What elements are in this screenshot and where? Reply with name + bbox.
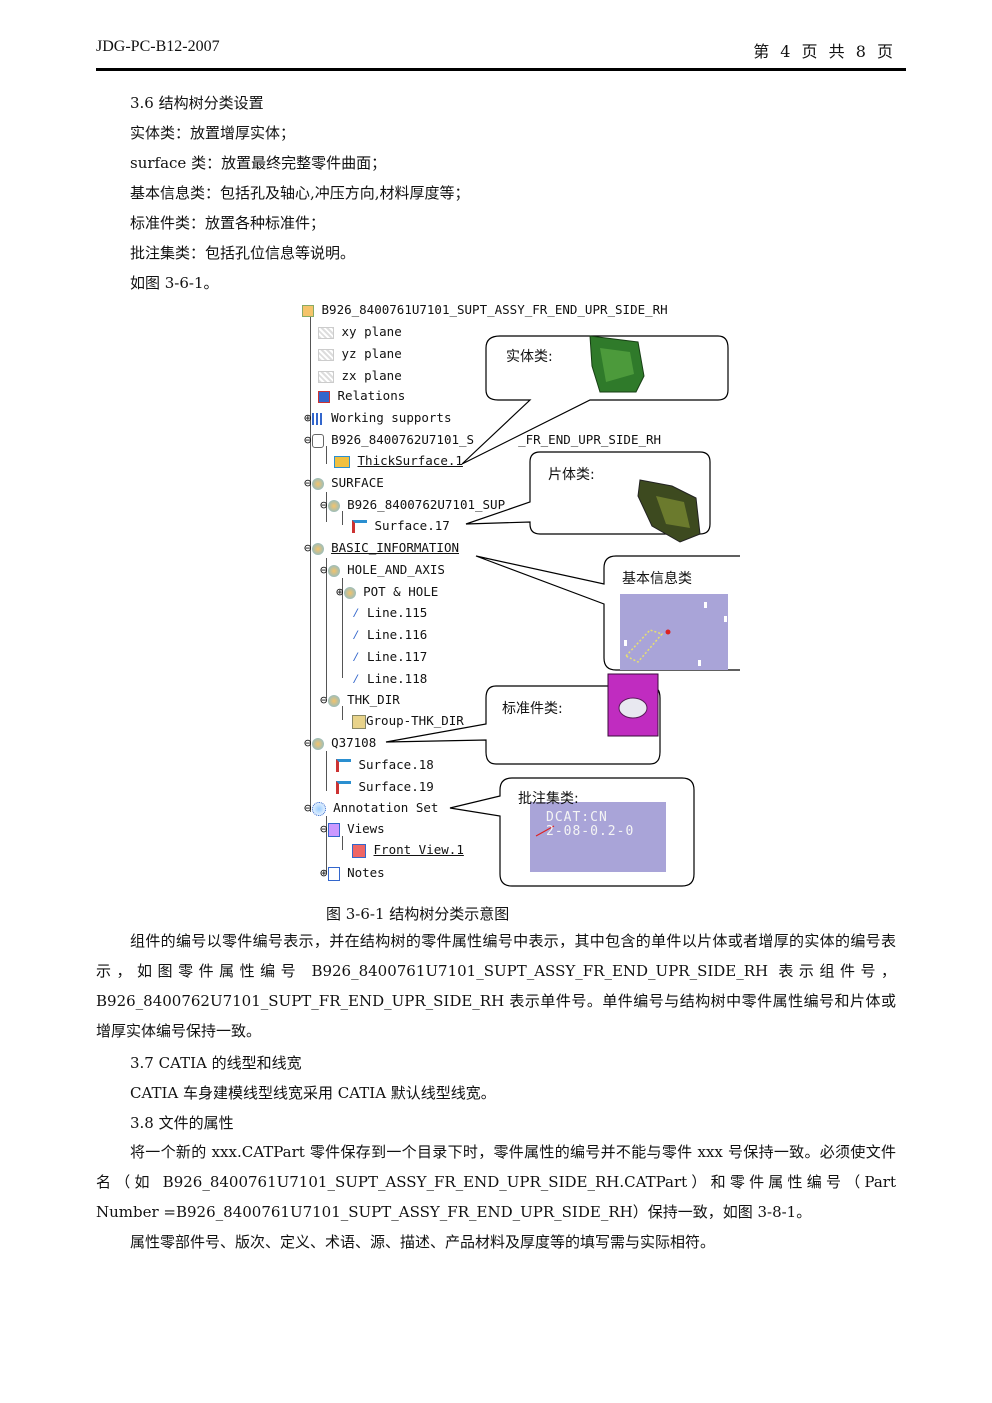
structure-tree-figure: B926_8400761U7101_SUPT_ASSY_FR_END_UPR_S… bbox=[300, 296, 740, 888]
tree-item-surface-part[interactable]: ⊖ B926_8400762U7101_SUP bbox=[320, 497, 506, 512]
callout-annotation-label: 批注集类: bbox=[518, 791, 579, 807]
tree-item-surface-set[interactable]: ⊖ SURFACE bbox=[304, 475, 384, 490]
page-number: 第 4 页 共 8 页 bbox=[753, 42, 896, 61]
notes-icon bbox=[327, 866, 340, 881]
document-id: JDG-PC-B12-2007 bbox=[96, 38, 220, 55]
callout-layer bbox=[385, 335, 740, 887]
annotation-preview-line2: 2-08-0.2-0 bbox=[546, 824, 635, 839]
section-title: 3.7 CATIA 的线型和线宽 bbox=[130, 1054, 302, 1072]
callout-sheet-label: 片体类: bbox=[548, 467, 595, 483]
tree-item-yz-plane[interactable]: yz plane bbox=[318, 346, 402, 361]
tree-branch bbox=[326, 751, 327, 791]
tree-item-front-view[interactable]: Front View.1 bbox=[352, 842, 464, 858]
plane-icon bbox=[318, 326, 334, 339]
callout-basic-label: 基本信息类 bbox=[622, 571, 692, 587]
tree-branch bbox=[326, 558, 327, 698]
geoset-icon bbox=[311, 737, 324, 750]
header-rule bbox=[96, 68, 906, 71]
tree-item-notes[interactable]: ⊕ Notes bbox=[320, 865, 385, 881]
tree-item-annotation-set[interactable]: ⊖ Annotation Set bbox=[304, 800, 439, 816]
callout-solid-label: 实体类: bbox=[506, 349, 553, 365]
tree-branch bbox=[326, 446, 327, 464]
paragraph-attributes-fill: 属性零部件号、版次、定义、术语、源、描述、产品材料及厚度等的填写需与实际相符。 bbox=[130, 1233, 716, 1251]
plane-icon bbox=[318, 370, 334, 383]
tree-item-line[interactable]: ⁄ Line.118 bbox=[352, 671, 428, 686]
list-item: 标准件类：放置各种标准件； bbox=[130, 214, 326, 232]
tree-branch bbox=[342, 511, 343, 525]
tree-item-hole-and-axis[interactable]: ⊖ HOLE_AND_AXIS bbox=[320, 562, 445, 577]
surface-icon bbox=[352, 520, 367, 533]
geoset-icon bbox=[327, 564, 340, 577]
list-item: 如图 3-6-1。 bbox=[130, 274, 219, 292]
body-icon bbox=[311, 433, 324, 448]
tree-branch bbox=[326, 492, 327, 522]
tree-branch bbox=[342, 578, 343, 678]
annotation-preview-line1: DCAT:CN bbox=[546, 810, 608, 825]
tree-item-zx-plane[interactable]: zx plane bbox=[318, 368, 402, 383]
geoset-icon bbox=[343, 586, 356, 599]
list-item: 实体类：放置增厚实体； bbox=[130, 124, 296, 142]
annotation-icon bbox=[311, 801, 326, 816]
solid-part-preview bbox=[589, 335, 645, 393]
paragraph-linetype: CATIA 车身建模线型线宽采用 CATIA 默认线型线宽。 bbox=[130, 1084, 496, 1102]
tree-branch bbox=[326, 816, 327, 872]
tree-branch bbox=[342, 706, 343, 720]
sheet-part-preview bbox=[637, 479, 701, 543]
geoset-icon bbox=[311, 542, 324, 555]
tree-branch bbox=[342, 836, 343, 850]
tree-item-xy-plane[interactable]: xy plane bbox=[318, 324, 402, 339]
tree-item-surface-17[interactable]: Surface.17 bbox=[352, 518, 450, 533]
callout-standard-label: 标准件类: bbox=[502, 701, 563, 717]
list-item: 批注集类：包括孔位信息等说明。 bbox=[130, 244, 356, 262]
tree-item-working-supports[interactable]: ⊕ Working supports bbox=[304, 410, 452, 425]
tree-trunk bbox=[310, 314, 311, 812]
paragraph-numbering: 组件的编号以零件编号表示，并在结构树的零件属性编号中表示，其中包含的单件以片体或… bbox=[96, 932, 896, 1040]
geoset-icon bbox=[327, 694, 340, 707]
tree-item-line[interactable]: ⁄ Line.117 bbox=[352, 649, 428, 664]
tree-item-views[interactable]: ⊖ Views bbox=[320, 821, 385, 837]
basic-info-preview bbox=[620, 594, 728, 670]
tree-item-group-thk-dir[interactable]: Group-THK_DIR bbox=[352, 713, 464, 729]
tree-item-pot-hole[interactable]: ⊕ POT & HOLE bbox=[336, 584, 439, 599]
view-icon bbox=[352, 843, 366, 858]
tree-item-part[interactable]: ⊖ B926_8400762U7101_S_FR_END_UPR_SIDE_RH bbox=[304, 432, 662, 448]
tree-item-surface-18[interactable]: Surface.18 bbox=[336, 757, 434, 772]
line-icon: ⁄ bbox=[352, 671, 360, 686]
paragraph-file-attributes: 将一个新的 xxx.CATPart 零件保存到一个目录下时，零件属性的编号并不能… bbox=[96, 1143, 896, 1221]
standard-part-preview bbox=[607, 673, 659, 737]
tree-item-q37108[interactable]: ⊖ Q37108 bbox=[304, 735, 377, 750]
geoset-icon bbox=[311, 477, 324, 490]
tree-item-line[interactable]: ⁄ Line.116 bbox=[352, 627, 428, 642]
tree-item-relations[interactable]: Relations bbox=[318, 388, 405, 403]
plane-icon bbox=[318, 348, 334, 361]
grid-icon bbox=[311, 412, 324, 425]
geoset-icon bbox=[327, 499, 340, 512]
line-icon: ⁄ bbox=[352, 649, 360, 664]
views-icon bbox=[327, 822, 340, 837]
tree-item-thicksurface[interactable]: ThickSurface.1 bbox=[334, 453, 463, 468]
annotation-preview bbox=[530, 802, 666, 872]
list-item: 基本信息类：包括孔及轴心,冲压方向,材料厚度等； bbox=[130, 184, 470, 202]
line-icon: ⁄ bbox=[352, 605, 360, 620]
tree-item-surface-19[interactable]: Surface.19 bbox=[336, 779, 434, 794]
product-icon bbox=[302, 304, 314, 317]
thick-surface-icon bbox=[334, 455, 350, 468]
tree-root[interactable]: B926_8400761U7101_SUPT_ASSY_FR_END_UPR_S… bbox=[302, 302, 668, 317]
group-icon bbox=[352, 714, 366, 729]
list-item: surface 类：放置最终完整零件曲面； bbox=[130, 154, 387, 172]
line-icon: ⁄ bbox=[352, 627, 360, 642]
surface-icon bbox=[336, 781, 351, 794]
surface-icon bbox=[336, 759, 351, 772]
section-title: 3.8 文件的属性 bbox=[130, 1114, 234, 1132]
section-title: 3.6 结构树分类设置 bbox=[130, 94, 264, 112]
tree-item-line[interactable]: ⁄ Line.115 bbox=[352, 605, 428, 620]
tree-item-thk-dir[interactable]: ⊖ THK_DIR bbox=[320, 692, 400, 707]
figure-caption: 图 3-6-1 结构树分类示意图 bbox=[326, 905, 510, 923]
relations-icon bbox=[318, 390, 330, 403]
tree-item-basic-information[interactable]: ⊖ BASIC_INFORMATION bbox=[304, 540, 459, 555]
